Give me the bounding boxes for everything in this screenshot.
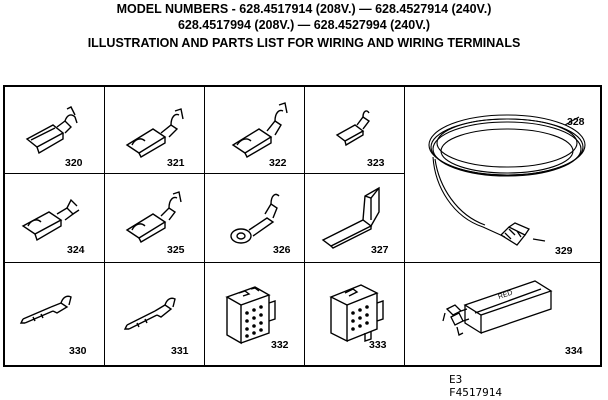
part-number-330: 330 [69,345,87,357]
flag-terminal-icon [25,106,78,155]
wire-nut-icon [499,222,546,246]
part-number-321: 321 [167,157,185,169]
connector-block-icon [225,286,276,345]
part-number-320: 320 [65,157,83,169]
footer-code: E3 [449,373,463,386]
part-number-326: 326 [273,244,291,256]
part-cell-323: 323 [305,87,405,174]
part-number-333: 333 [369,339,387,351]
part-number-334: 334 [565,345,583,357]
part-cell-325: 325 [105,174,205,263]
part-number-332: 332 [271,339,289,351]
wiring-harness-icon: RED [442,280,553,336]
ring-terminal-icon [230,193,280,244]
female-terminal-icon [21,198,80,242]
parts-list-title: ILLUSTRATION AND PARTS LIST FOR WIRING A… [87,36,521,50]
part-cell-331: 331 [105,263,205,365]
pin-terminal-icon [123,297,176,330]
female-terminal-icon [125,191,182,243]
part-cell-321: 321 [105,87,205,174]
part-number-331: 331 [171,345,189,357]
part-number-329: 329 [555,245,573,257]
part-cell-332: 332 [205,263,305,365]
part-cell-330: 330 [5,263,105,365]
part-cell-334: RED 334 [405,263,600,365]
wire-coil-icon [428,114,586,238]
parts-grid: 320 321 322 [3,85,602,367]
part-number-325: 325 [167,244,185,256]
part-number-322: 322 [269,157,287,169]
pin-terminal-icon [19,295,72,324]
footer-figure-number: F4517914 [449,386,502,399]
part-cell-320: 320 [5,87,105,174]
flag-terminal-icon [321,186,380,249]
part-cell-327: 327 [305,174,405,263]
model-numbers-line-1: MODEL NUMBERS - 628.4517914 (208V.) — 62… [116,2,492,16]
part-cell-322: 322 [205,87,305,174]
part-number-324: 324 [67,244,85,256]
svg-text:RED: RED [497,289,513,300]
female-terminal-icon [231,102,288,158]
small-terminal-icon [335,110,371,147]
part-number-323: 323 [367,157,385,169]
part-cell-326: 326 [205,174,305,263]
part-cell-333: 333 [305,263,405,365]
part-number-327: 327 [371,244,389,256]
part-cell-324: 324 [5,174,105,263]
part-number-328: 328 [567,116,585,128]
female-terminal-icon [125,108,184,158]
model-numbers-line-2: 628.4517994 (208V.) — 628.4527994 (240V.… [177,18,431,32]
connector-block-icon [329,284,384,343]
part-cell-328-329: 328 329 [405,87,600,263]
